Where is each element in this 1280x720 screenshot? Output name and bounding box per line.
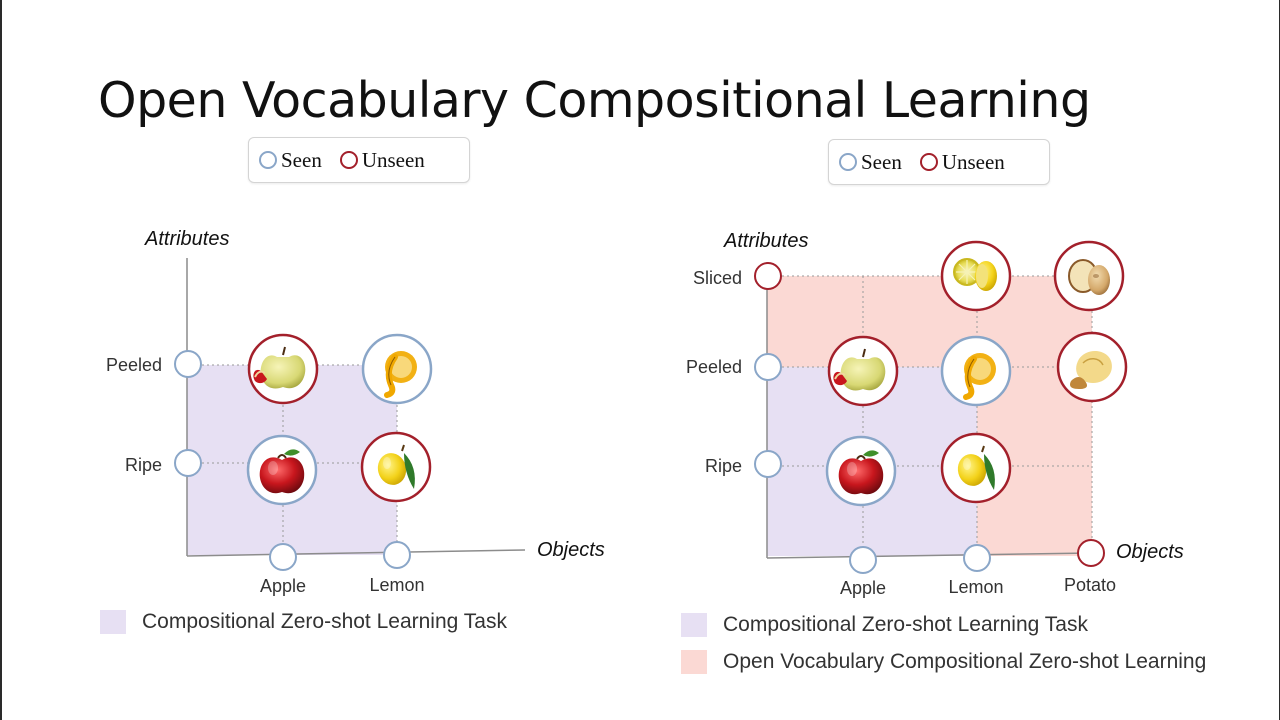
legend-ovczsl-right: Open Vocabulary Compositional Zero-shot …	[681, 650, 1206, 674]
y-axis-title-left: Attributes	[144, 228, 229, 250]
attribute-label-ripe: Ripe	[125, 455, 162, 475]
legend-item-seen: Seen	[259, 148, 322, 173]
unseen-circle-icon	[339, 151, 358, 169]
axis-node-ripe	[754, 450, 782, 478]
x-axis-title-left: Objects	[537, 539, 605, 561]
legend-item-unseen: Unseen	[919, 149, 1005, 175]
object-label-lemon: Lemon	[369, 575, 424, 595]
cell-peeled-apple	[247, 333, 319, 405]
cell-ripe-apple	[825, 435, 897, 507]
right-diagram: Attributes Objects Sliced Peeled Ripe Ap…	[686, 230, 1184, 598]
legend-czsl-label: Compositional Zero-shot Learning Task	[723, 613, 1088, 636]
legend-seen-label: Seen	[281, 147, 322, 172]
seen-unseen-legend-right: Seen Unseen	[828, 139, 1050, 185]
left-diagram: Attributes Objects Peeled Ripe Apple Lem…	[106, 228, 605, 596]
cell-ripe-apple	[246, 434, 318, 506]
czsl-swatch	[681, 613, 707, 637]
legend-czsl-right: Compositional Zero-shot Learning Task	[681, 613, 1088, 637]
axis-node-peeled	[754, 353, 782, 381]
legend-seen-label: Seen	[861, 149, 902, 174]
cell-ripe-lemon	[360, 431, 432, 503]
axis-node-peeled	[174, 350, 202, 378]
cell-peeled-lemon	[361, 333, 433, 405]
axis-node-sliced	[754, 262, 782, 290]
legend-item-seen: Seen	[839, 150, 902, 175]
slide-border-left	[0, 0, 2, 720]
axis-node-potato	[1077, 539, 1105, 567]
axis-node-ripe	[174, 449, 202, 477]
unseen-circle-icon	[919, 153, 938, 171]
axis-node-lemon	[963, 544, 991, 572]
attribute-label-peeled: Peeled	[686, 357, 742, 377]
attribute-label-peeled: Peeled	[106, 355, 162, 375]
y-axis-title-right: Attributes	[723, 230, 808, 252]
slide-title: Open Vocabulary Compositional Learning	[98, 72, 1091, 129]
x-axis-right	[766, 552, 1093, 559]
object-label-lemon: Lemon	[948, 577, 1003, 597]
grid-right	[767, 275, 1093, 556]
cell-sliced-potato	[1053, 240, 1125, 312]
axis-node-lemon	[383, 541, 411, 569]
seen-unseen-legend-left: Seen Unseen	[248, 137, 470, 183]
x-axis-left	[186, 549, 526, 557]
object-label-potato: Potato	[1064, 575, 1116, 595]
legend-ovczsl-label: Open Vocabulary Compositional Zero-shot …	[723, 650, 1207, 673]
czsl-swatch	[100, 610, 126, 634]
legend-item-unseen: Unseen	[339, 147, 425, 173]
legend-unseen-label: Unseen	[941, 149, 1005, 174]
axis-node-apple	[269, 543, 297, 571]
cell-peeled-potato	[1056, 331, 1128, 403]
cell-sliced-lemon	[940, 240, 1012, 312]
axis-node-apple	[849, 546, 877, 574]
seen-circle-icon	[839, 153, 857, 171]
ovczsl-swatch	[681, 650, 707, 674]
seen-circle-icon	[259, 151, 277, 169]
cell-peeled-apple	[827, 335, 899, 407]
legend-czsl-left: Compositional Zero-shot Learning Task	[100, 610, 507, 634]
x-axis-title-right: Objects	[1116, 541, 1184, 563]
legend-unseen-label: Unseen	[361, 147, 425, 172]
attribute-label-ripe: Ripe	[705, 456, 742, 476]
attribute-label-sliced: Sliced	[693, 268, 742, 288]
cell-ripe-lemon	[940, 432, 1012, 504]
legend-czsl-label: Compositional Zero-shot Learning Task	[142, 610, 507, 633]
cell-peeled-lemon	[940, 335, 1012, 407]
object-label-apple: Apple	[840, 578, 886, 598]
object-label-apple: Apple	[260, 576, 306, 596]
